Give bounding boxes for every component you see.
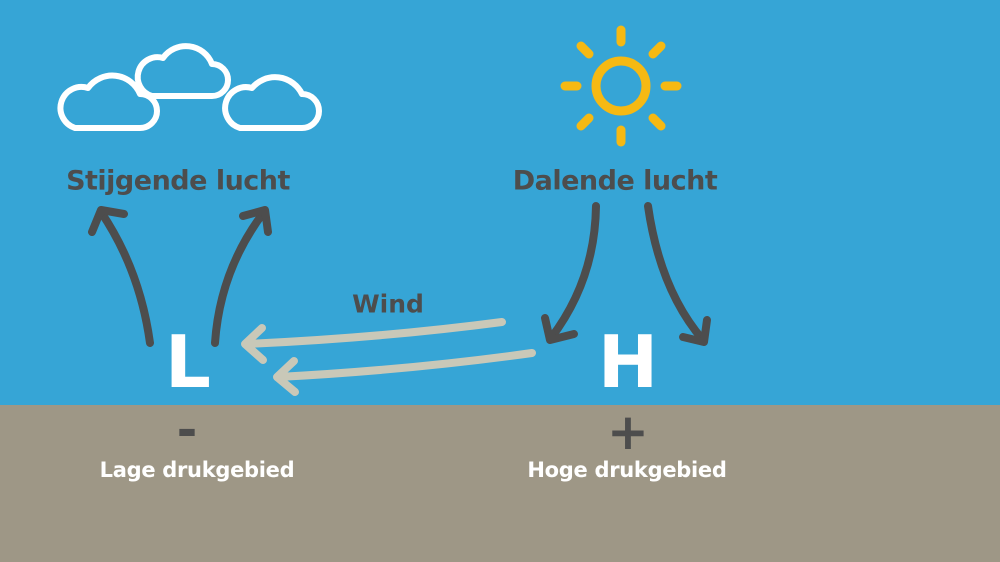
cloud-icons bbox=[57, 43, 322, 131]
wind-label: Wind bbox=[352, 289, 424, 319]
minus-sign: - bbox=[176, 401, 198, 459]
falling-air-label: Dalende lucht bbox=[512, 165, 718, 197]
rising-arrow-right bbox=[211, 206, 272, 347]
cloud-icon bbox=[222, 74, 322, 131]
wind-arrow-lower bbox=[273, 349, 536, 396]
high-pressure-label: Hoge drukgebied bbox=[527, 458, 727, 482]
falling-arrow-left bbox=[541, 202, 600, 344]
cloud-icon bbox=[57, 72, 160, 131]
high-pressure-letter: H bbox=[597, 320, 659, 404]
ground bbox=[0, 405, 1000, 562]
falling-arrow-right bbox=[644, 202, 711, 346]
cloud-icon bbox=[134, 43, 231, 99]
wind-arrow-upper bbox=[241, 318, 506, 364]
rising-arrow-left bbox=[88, 206, 154, 347]
low-pressure-label: Lage drukgebied bbox=[99, 458, 295, 482]
rising-air-label: Stijgende lucht bbox=[66, 165, 290, 197]
low-pressure-letter: L bbox=[165, 320, 211, 404]
plus-sign: + bbox=[607, 403, 649, 461]
sun-icon bbox=[560, 25, 682, 147]
